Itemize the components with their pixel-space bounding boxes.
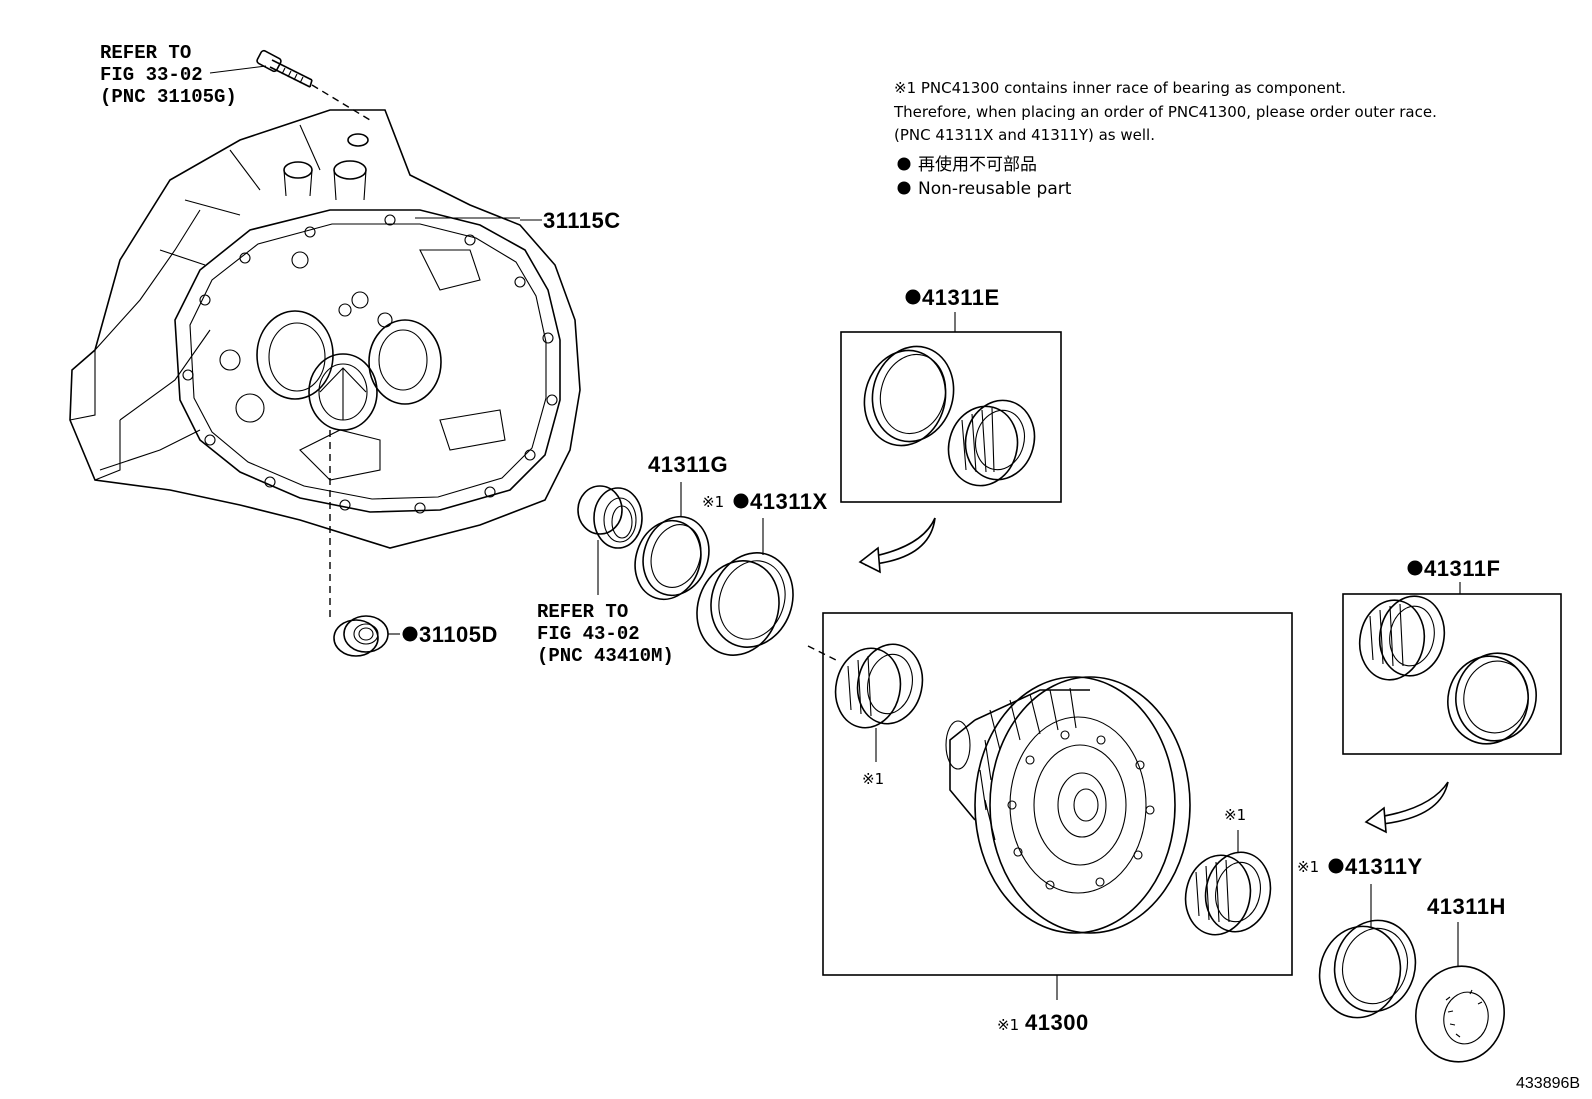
note-ref-mark: ※1 [702,493,724,511]
seal-ref-line-1: REFER TO [537,601,628,623]
legend-english: Non-reusable part [918,179,1072,199]
kit-box-41300 [822,612,1293,976]
bolt-icon [256,49,371,121]
part-number-41311X: 41311X [750,489,828,514]
seal-ref-line-2: FIG 43-02 [537,623,640,645]
seal-sleeve-icon [577,485,643,549]
part-number-41311G: 41311G [648,452,728,477]
outer-race-icon [1318,919,1417,1019]
non-reusable-dot-icon [897,181,911,195]
part-number-41311F: 41311F [1424,556,1500,581]
note-ref-mark: ※1 [1297,858,1319,876]
note-line-2: Therefore, when placing an order of PNC4… [893,103,1437,121]
note-ref-mark: ※1 [1224,806,1246,824]
splined-washer-icon [1415,965,1505,1063]
part-number-41311E: 41311E [922,285,1000,310]
bearing-cone-icon [947,399,1036,487]
bearing-race-icon [1447,652,1537,745]
transaxle-case-icon [69,109,581,549]
part-number-41300: 41300 [1025,1010,1089,1035]
kit-box-41311E [840,331,1062,503]
figure-id: 433896B [1516,1075,1580,1092]
part-number-41311Y: 41311Y [1345,854,1423,879]
differential-icon [945,676,1191,934]
non-reusable-dot-icon [1328,858,1344,874]
shim-ring-icon [634,515,710,601]
bearing-race-icon [863,345,955,447]
legend-japanese: 再使用不可部品 [918,154,1037,175]
non-reusable-dot-icon [905,289,921,305]
bolt-ref-line-2: FIG 33-02 [100,64,203,86]
note-line-1: ※1 PNC41300 contains inner race of beari… [894,79,1346,97]
non-reusable-dot-icon [402,626,418,642]
note-ref-mark: ※1 [862,770,884,788]
part-number-31105D: 31105D [419,622,498,647]
part-number-41311H: 41311H [1427,894,1506,919]
note-ref-mark: ※1 [997,1016,1019,1034]
bearing-cone-icon [834,643,924,729]
non-reusable-dot-icon [733,493,749,509]
part-number-31115C: 31115C [543,208,621,233]
notes-block: ※1 PNC41300 contains inner race of beari… [893,79,1437,199]
arrow-head-icon [858,546,881,574]
arrow-head-icon [1364,806,1387,834]
bolt-ref-line-3: (PNC 31105G) [100,86,237,108]
bolt-ref-line-1: REFER TO [100,42,191,64]
non-reusable-dot-icon [1407,560,1423,576]
bolt-reference: REFER TO FIG 33-02 (PNC 31105G) [100,42,267,108]
bolt-leader-line [209,65,267,74]
bearing-cone-icon [1184,851,1272,936]
seal-ref-line-3: (PNC 43410M) [537,645,674,667]
note-line-3: (PNC 41311X and 41311Y) as well. [894,126,1155,144]
kit-box-41311F [1342,593,1562,755]
oil-seal-icon [333,615,389,657]
non-reusable-dot-icon [897,157,911,171]
leader-dashed [807,645,841,663]
bearing-cone-icon [1358,595,1446,681]
outer-race-icon [696,552,794,656]
